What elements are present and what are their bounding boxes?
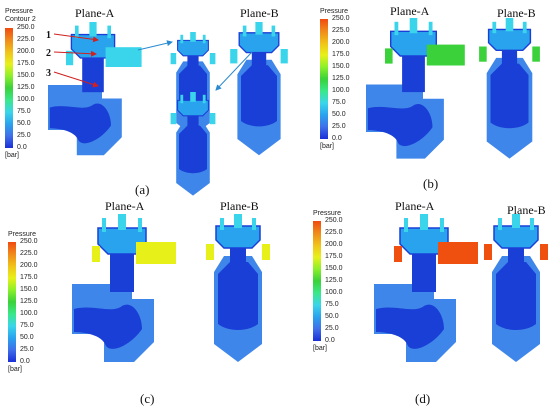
callout-arrow-2 bbox=[53, 50, 97, 57]
legend-tick-label: 125.0 bbox=[325, 277, 343, 284]
legend-tick-label: 150.0 bbox=[20, 286, 38, 293]
legend-tick-label: 175.0 bbox=[332, 51, 350, 58]
legend-tick-label: 25.0 bbox=[17, 132, 31, 139]
legend-title: Pressure bbox=[313, 210, 342, 217]
legend-tick-label: 50.0 bbox=[332, 111, 346, 118]
legend-tick-label: 125.0 bbox=[332, 75, 350, 82]
caption-c: (c) bbox=[140, 391, 155, 406]
legend-color-bar bbox=[320, 19, 328, 139]
legend-tick-label: 0.0 bbox=[17, 144, 27, 151]
legend-color-bar bbox=[8, 242, 16, 362]
legend-tick-label: 175.0 bbox=[325, 253, 343, 260]
legend-tick-label: 200.0 bbox=[17, 48, 35, 55]
callout-2: 2 bbox=[46, 48, 51, 59]
plane-b-label: Plane-B bbox=[220, 199, 259, 213]
legend-tick-label: 100.0 bbox=[325, 289, 343, 296]
legend-tick-label: 75.0 bbox=[332, 99, 346, 106]
legend-tick-label: 50.0 bbox=[20, 334, 34, 341]
panel-c: Pressure 250.0 225.0 200.0 175.0 150.0 125.0 1… bbox=[0, 199, 275, 410]
legend-tick-label: 0.0 bbox=[20, 358, 30, 365]
legend-tick-label: 175.0 bbox=[17, 60, 35, 67]
legend-subtitle: Contour 2 bbox=[5, 16, 36, 23]
legend-unit: [bar] bbox=[5, 152, 20, 159]
panel-a-detail-bottom bbox=[170, 91, 216, 197]
legend-tick-label: 50.0 bbox=[17, 120, 31, 127]
legend-tick-label: 250.0 bbox=[325, 217, 343, 224]
legend-color-bar bbox=[5, 28, 13, 148]
caption-d: (d) bbox=[415, 391, 431, 406]
legend-tick-label: 125.0 bbox=[17, 84, 35, 91]
legend-tick-label: 150.0 bbox=[325, 265, 343, 272]
legend-tick-label: 125.0 bbox=[20, 298, 38, 305]
legend-tick-label: 225.0 bbox=[325, 229, 343, 236]
legend-tick-label: 75.0 bbox=[325, 301, 339, 308]
callout-arrow-3 bbox=[53, 71, 99, 88]
plane-b-label: Plane-B bbox=[240, 6, 279, 20]
legend-title: Pressure bbox=[5, 8, 34, 15]
legend-tick-label: 225.0 bbox=[332, 27, 350, 34]
panel-b-plane-b-contour bbox=[478, 17, 541, 160]
legend-tick-label: 100.0 bbox=[20, 310, 38, 317]
legend-tick-label: 200.0 bbox=[325, 241, 343, 248]
panel-b: Pressure 250.0 225.0 200.0 175.0 150.0 125.0 1… bbox=[275, 0, 550, 205]
legend-tick-label: 25.0 bbox=[325, 325, 339, 332]
legend-tick-label: 25.0 bbox=[332, 123, 346, 130]
panel-b-plane-a-contour bbox=[365, 17, 466, 160]
legend-tick-label: 175.0 bbox=[20, 274, 38, 281]
legend-tick-label: 100.0 bbox=[332, 87, 350, 94]
plane-a-label: Plane-A bbox=[105, 199, 145, 213]
legend-tick-label: 75.0 bbox=[17, 108, 31, 115]
legend-color-bar bbox=[313, 221, 321, 341]
legend-tick-label: 225.0 bbox=[20, 250, 38, 257]
callout-3: 3 bbox=[46, 68, 51, 79]
legend-tick-label: 0.0 bbox=[325, 337, 335, 344]
legend-unit: [bar] bbox=[8, 366, 23, 373]
panel-d: Pressure 250.0 225.0 200.0 175.0 150.0 125.0 1… bbox=[275, 199, 550, 410]
caption-b: (b) bbox=[423, 176, 439, 191]
detail-arrow-top bbox=[137, 40, 173, 51]
legend-tick-label: 225.0 bbox=[17, 36, 35, 43]
callout-arrow-1 bbox=[53, 33, 99, 43]
legend-tick-label: 200.0 bbox=[20, 262, 38, 269]
legend-tick-label: 50.0 bbox=[325, 313, 339, 320]
callout-1: 1 bbox=[46, 30, 51, 41]
legend-tick-label: 0.0 bbox=[332, 135, 342, 142]
plane-a-label: Plane-A bbox=[395, 199, 435, 213]
caption-a: (a) bbox=[135, 182, 150, 197]
legend-tick-label: 150.0 bbox=[332, 63, 350, 70]
panel-c-plane-b-contour bbox=[205, 213, 271, 363]
plane-a-label: Plane-A bbox=[75, 6, 115, 20]
legend-tick-label: 100.0 bbox=[17, 96, 35, 103]
legend-unit: [bar] bbox=[313, 345, 328, 352]
legend-tick-label: 250.0 bbox=[20, 238, 38, 245]
panel-c-plane-a-contour bbox=[71, 213, 177, 363]
legend-title: Pressure bbox=[8, 231, 37, 238]
panel-a-plane-b-contour bbox=[229, 21, 289, 156]
detail-arrow-bottom bbox=[215, 51, 253, 91]
legend-unit: [bar] bbox=[320, 143, 335, 150]
legend-tick-label: 25.0 bbox=[20, 346, 34, 353]
legend-title: Pressure bbox=[320, 8, 349, 15]
panel-d-plane-b-contour bbox=[483, 213, 549, 363]
panel-d-plane-a-contour bbox=[373, 213, 479, 363]
plane-b-label: Plane-B bbox=[507, 203, 546, 217]
plane-b-label: Plane-B bbox=[497, 6, 536, 20]
plane-a-label: Plane-A bbox=[390, 4, 430, 18]
panel-a-plane-a-contour bbox=[47, 21, 143, 156]
legend-tick-label: 75.0 bbox=[20, 322, 34, 329]
legend-tick-label: 250.0 bbox=[332, 15, 350, 22]
legend-tick-label: 200.0 bbox=[332, 39, 350, 46]
legend-tick-label: 150.0 bbox=[17, 72, 35, 79]
legend-tick-label: 250.0 bbox=[17, 24, 35, 31]
